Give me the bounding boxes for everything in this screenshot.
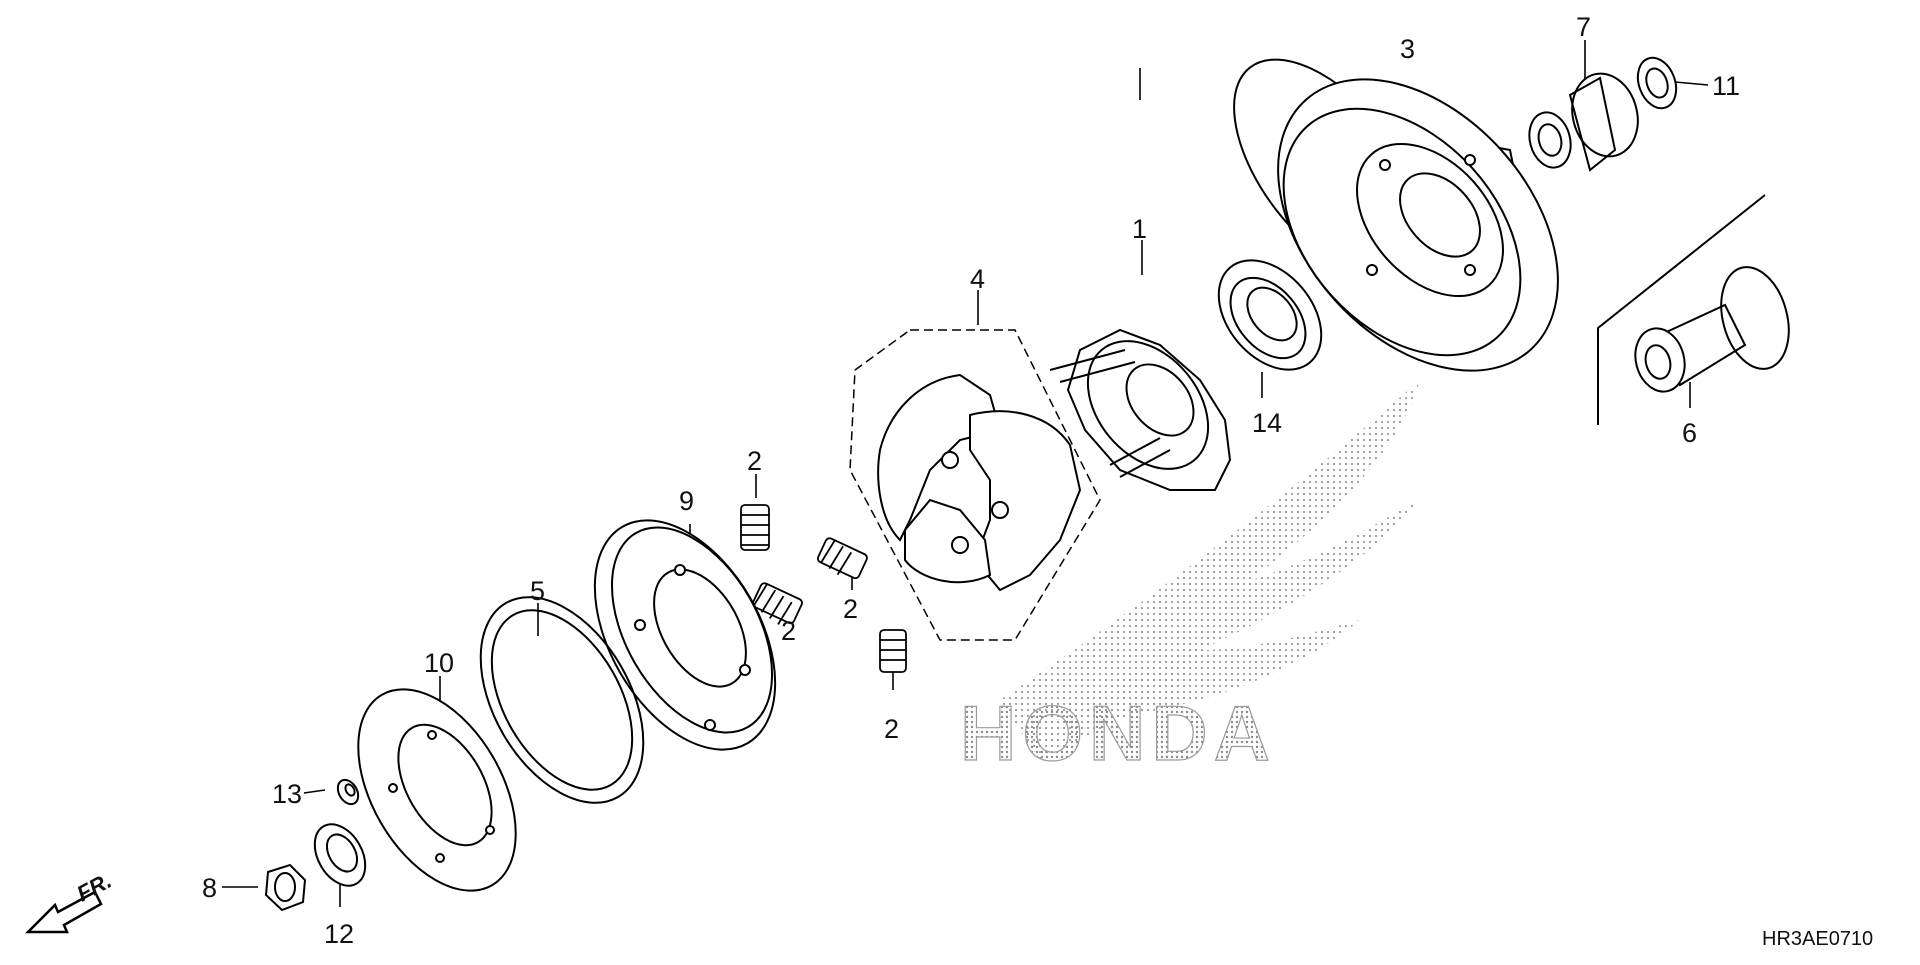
honda-wing-watermark: HONDA [959, 380, 1420, 778]
primary-drive-gear [1528, 72, 1639, 172]
honda-watermark-text: HONDA [960, 689, 1276, 777]
clutch-assembly-bracket [849, 329, 1101, 641]
diagram-code: HR3AE0710 [1762, 928, 1873, 950]
callout-9: 9 [679, 486, 694, 516]
callout-7: 7 [1576, 12, 1591, 42]
callout-3: 3 [1400, 34, 1415, 64]
callout-4: 4 [970, 264, 985, 294]
callout-13: 13 [272, 779, 302, 809]
small-washer [1636, 56, 1678, 110]
clutch-outer-drum [1233, 58, 1559, 372]
callout-2-b: 2 [781, 616, 796, 646]
callout-10: 10 [424, 648, 454, 678]
nut [264, 863, 307, 912]
springs [740, 504, 907, 673]
callout-2-a: 2 [747, 446, 762, 476]
callout-8: 8 [202, 873, 217, 903]
callout-2-c: 2 [843, 594, 858, 624]
washer [313, 823, 367, 887]
callout-14: 14 [1252, 408, 1282, 438]
clutch-weights [877, 373, 1082, 592]
front-direction-arrow: FR. [24, 868, 116, 934]
callout-11: 11 [1712, 71, 1740, 101]
callout-5: 5 [530, 576, 545, 606]
callout-1: 1 [1132, 214, 1147, 244]
one-way-clutch [1217, 259, 1323, 371]
callout-6: 6 [1682, 418, 1697, 448]
lock-clip [336, 778, 360, 806]
alternate-gear-bracket [1597, 194, 1766, 425]
alternate-drive-gear [1634, 266, 1790, 393]
friction-ring [479, 596, 645, 804]
retainer-plate [357, 688, 517, 892]
drive-plate [1049, 328, 1232, 491]
callout-2-d: 2 [884, 714, 899, 744]
callout-12: 12 [324, 919, 354, 949]
side-plate [593, 519, 777, 751]
